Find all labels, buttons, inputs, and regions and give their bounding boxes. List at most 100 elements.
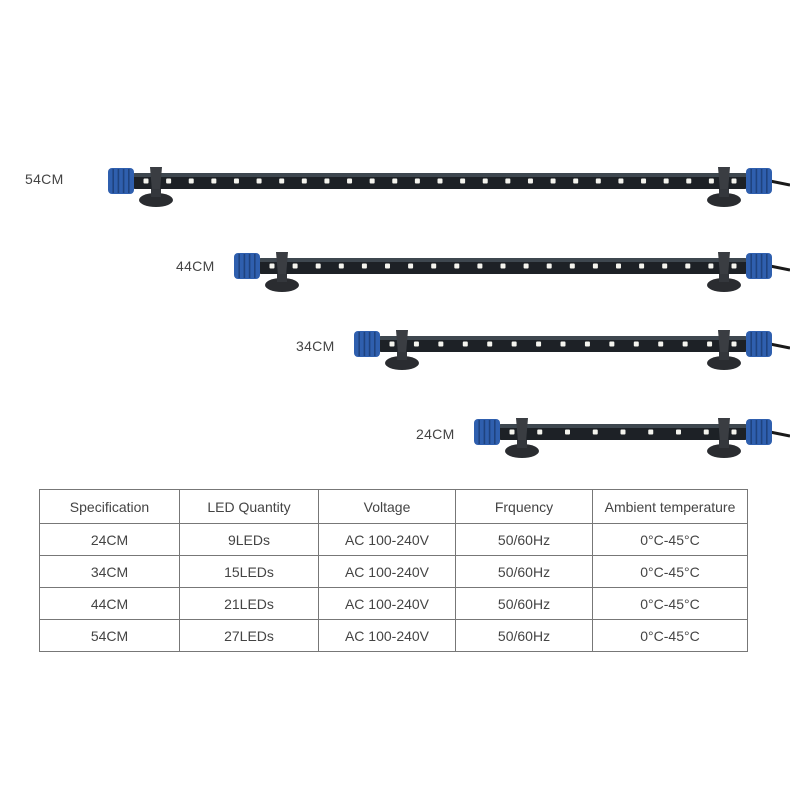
right-end-cap [746, 419, 772, 445]
power-cable [769, 264, 790, 272]
suction-mount [707, 252, 741, 292]
led [460, 178, 466, 184]
size-label-54cm: 54CM [25, 171, 64, 187]
light-bar-44cm [234, 252, 790, 292]
led [338, 263, 344, 269]
suction-mount [139, 167, 173, 207]
tube-highlight [132, 173, 748, 177]
right-end-cap [746, 331, 772, 357]
led [609, 341, 615, 347]
led [269, 263, 275, 269]
led [707, 341, 713, 347]
led [546, 263, 552, 269]
light-bar-54cm [108, 167, 790, 207]
led [708, 178, 714, 184]
led [454, 263, 460, 269]
cell-temperature: 0°C-45°C [592, 619, 748, 652]
cell-specification: 34CM [39, 555, 180, 588]
led [256, 178, 262, 184]
led [511, 341, 517, 347]
table-row: 34CM 15LEDs AC 100-240V 50/60Hz 0°C-45°C [39, 555, 748, 588]
header-frequency: Frquency [455, 489, 593, 524]
led [648, 429, 654, 435]
led [438, 341, 444, 347]
led [523, 263, 529, 269]
right-end-cap [746, 253, 772, 279]
cell-temperature: 0°C-45°C [592, 523, 748, 556]
right-end-cap [746, 168, 772, 194]
light-bar-34cm [354, 330, 790, 370]
led [618, 178, 624, 184]
suction-mount [265, 252, 299, 292]
led [686, 178, 692, 184]
led [292, 263, 298, 269]
led [279, 178, 285, 184]
header-led-quantity: LED Quantity [179, 489, 319, 524]
led [682, 341, 688, 347]
size-label-44cm: 44CM [176, 258, 215, 274]
tube-highlight [258, 258, 748, 262]
led [620, 429, 626, 435]
led [477, 263, 483, 269]
left-end-cap [474, 419, 500, 445]
cell-frequency: 50/60Hz [455, 619, 593, 652]
led [233, 178, 239, 184]
led [633, 341, 639, 347]
led [505, 178, 511, 184]
led [639, 263, 645, 269]
header-specification: Specification [39, 489, 180, 524]
cell-temperature: 0°C-45°C [592, 587, 748, 620]
led [527, 178, 533, 184]
led [385, 263, 390, 269]
left-end-cap [108, 168, 134, 194]
power-cable [769, 430, 790, 438]
led [676, 429, 681, 435]
light-bar-24cm [474, 418, 790, 458]
led [487, 341, 493, 347]
left-end-cap [354, 331, 380, 357]
cell-specification: 44CM [39, 587, 180, 620]
led [315, 263, 321, 269]
tube-highlight [498, 424, 748, 428]
led [389, 341, 395, 347]
spec-table: Specification LED Quantity Voltage Frque… [39, 489, 748, 652]
left-end-cap [234, 253, 260, 279]
led [537, 429, 543, 435]
cell-frequency: 50/60Hz [455, 555, 593, 588]
led [731, 178, 737, 184]
led [662, 263, 668, 269]
led [592, 429, 598, 435]
led [500, 263, 506, 269]
led [166, 178, 172, 184]
header-voltage: Voltage [318, 489, 456, 524]
table-row: 24CM 9LEDs AC 100-240V 50/60Hz 0°C-45°C [39, 523, 748, 556]
led [188, 178, 194, 184]
suction-mount [505, 418, 539, 458]
led [685, 263, 691, 269]
led [560, 341, 566, 347]
led [592, 263, 598, 269]
led [324, 178, 330, 184]
size-label-34cm: 34CM [296, 338, 335, 354]
led [616, 263, 621, 269]
led [573, 178, 579, 184]
led [663, 178, 669, 184]
cell-specification: 24CM [39, 523, 180, 556]
led [565, 429, 570, 435]
table-row: 44CM 21LEDs AC 100-240V 50/60Hz 0°C-45°C [39, 587, 748, 620]
cell-led-quantity: 9LEDs [179, 523, 319, 556]
cell-temperature: 0°C-45°C [592, 555, 748, 588]
tube-highlight [378, 336, 748, 340]
header-ambient-temperature: Ambient temperature [592, 489, 748, 524]
led [731, 429, 737, 435]
cell-frequency: 50/60Hz [455, 587, 593, 620]
led [392, 178, 398, 184]
led [462, 341, 468, 347]
led [414, 178, 420, 184]
led [413, 341, 419, 347]
power-cable [769, 342, 790, 350]
table-row: 54CM 27LEDs AC 100-240V 50/60Hz 0°C-45°C [39, 619, 748, 652]
led [301, 178, 307, 184]
cell-specification: 54CM [39, 619, 180, 652]
led [509, 429, 515, 435]
